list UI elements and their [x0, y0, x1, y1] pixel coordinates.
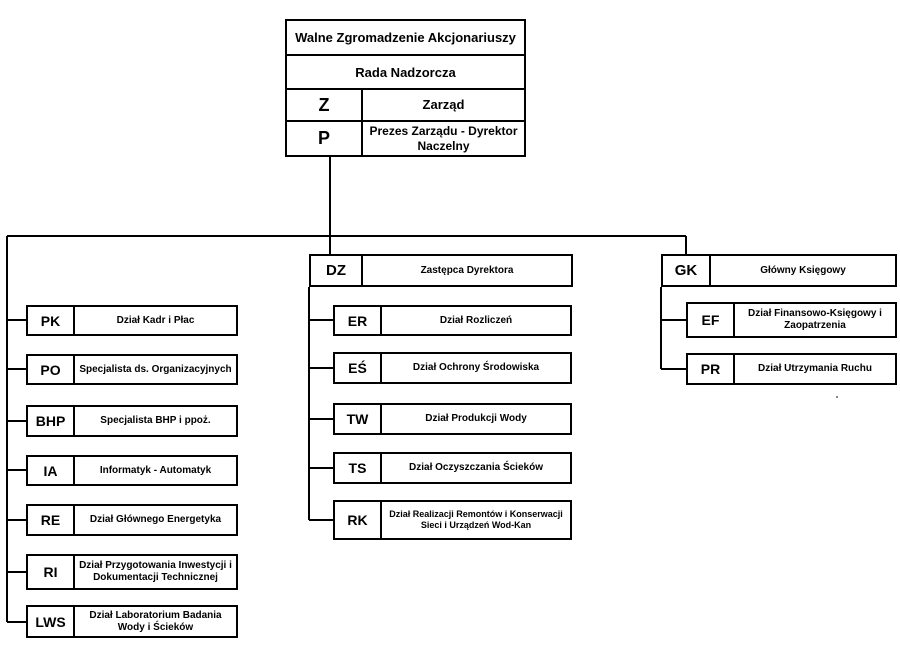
glowny-ksiegowy-box: GK Główny Księgowy	[661, 254, 897, 287]
dept-name: Dział Głównego Energetyka	[89, 514, 222, 525]
dept-box-ts: TS Dział Oczyszczania Ścieków	[333, 452, 572, 484]
dept-code: LWS	[28, 607, 75, 636]
dept-box-bhp: BHP Specjalista BHP i ppoż.	[26, 405, 238, 437]
dept-name: Dział Rozliczeń	[439, 314, 513, 326]
prezes-box: P Prezes Zarządu - Dyrektor Naczelny	[285, 120, 526, 157]
dept-code: GK	[663, 256, 711, 285]
dept-box-pr: PR Dział Utrzymania Ruchu	[686, 353, 897, 385]
dept-name: Informatyk - Automatyk	[99, 464, 212, 476]
dept-box-rk: RK Dział Realizacji Remontów i Konserwac…	[333, 500, 572, 540]
dept-code: EŚ	[335, 354, 382, 382]
dept-name: Dział Finansowo-Księgowy i Zaopatrzenia	[748, 308, 882, 331]
stray-dot	[836, 396, 838, 398]
prezes-label: Prezes Zarządu - Dyrektor Naczelny	[369, 124, 518, 153]
dept-name: Dział Produkcji Wody	[425, 413, 527, 424]
dept-code: IA	[28, 457, 75, 484]
rada-nadzorcza-box: Rada Nadzorcza	[285, 54, 526, 90]
dept-name: Dział Utrzymania Ruchu	[758, 363, 872, 374]
dept-box-re: RE Dział Głównego Energetyka	[26, 504, 238, 536]
dept-code: RK	[335, 502, 382, 538]
zastepca-dyrektora-box: DZ Zastępca Dyrektora	[309, 254, 573, 287]
dept-box-pk: PK Dział Kadr i Płac	[26, 305, 238, 336]
dept-box-er: ER Dział Rozliczeń	[333, 305, 572, 336]
dept-box-po: PO Specjalista ds. Organizacyjnych	[26, 354, 238, 385]
dept-name: Dział Oczyszczania Ścieków	[409, 462, 543, 473]
dept-box-ia: IA Informatyk - Automatyk	[26, 455, 238, 486]
dept-name: Dział Laboratorium Badania Wody i Ściekó…	[89, 609, 222, 633]
dept-name: Specjalista ds. Organizacyjnych	[79, 363, 232, 375]
dept-name: Zastępca Dyrektora	[420, 264, 514, 276]
dept-name: Dział Realizacji Remontów i Konserwacji …	[389, 509, 563, 530]
zarzad-label: Zarząd	[422, 97, 465, 113]
dept-code: TW	[335, 405, 382, 433]
dept-code: PO	[28, 356, 75, 383]
dept-box-lws: LWS Dział Laboratorium Badania Wody i Śc…	[26, 605, 238, 638]
dept-code: ER	[335, 307, 382, 334]
prezes-code: P	[287, 122, 363, 155]
dept-code: EF	[688, 304, 735, 336]
dept-name: Specjalista BHP i ppoż.	[100, 415, 211, 426]
walne-zgromadzenie-box: Walne Zgromadzenie Akcjonariuszy	[285, 19, 526, 56]
dept-box-es: EŚ Dział Ochrony Środowiska	[333, 352, 572, 384]
dept-box-tw: TW Dział Produkcji Wody	[333, 403, 572, 435]
dept-code: RE	[28, 506, 75, 534]
dept-code: PK	[28, 307, 75, 334]
dept-code: DZ	[311, 256, 363, 285]
dept-name: Dział Kadr i Płac	[116, 314, 195, 326]
zarzad-code: Z	[287, 90, 363, 120]
dept-code: BHP	[28, 407, 75, 435]
dept-code: RI	[28, 556, 75, 588]
dept-name: Główny Księgowy	[760, 264, 846, 276]
rada-nadzorcza-label: Rada Nadzorcza	[355, 64, 456, 80]
zarzad-box: Z Zarząd	[285, 88, 526, 122]
dept-name: Dział Ochrony Środowiska	[412, 362, 540, 373]
walne-zgromadzenie-label: Walne Zgromadzenie Akcjonariuszy	[295, 30, 516, 45]
dept-box-ri: RI Dział Przygotowania Inwestycji i Doku…	[26, 554, 238, 590]
dept-box-ef: EF Dział Finansowo-Księgowy i Zaopatrzen…	[686, 302, 897, 338]
dept-code: PR	[688, 355, 735, 383]
dept-code: TS	[335, 454, 382, 482]
dept-name: Dział Przygotowania Inwestycji i Dokumen…	[79, 560, 232, 583]
